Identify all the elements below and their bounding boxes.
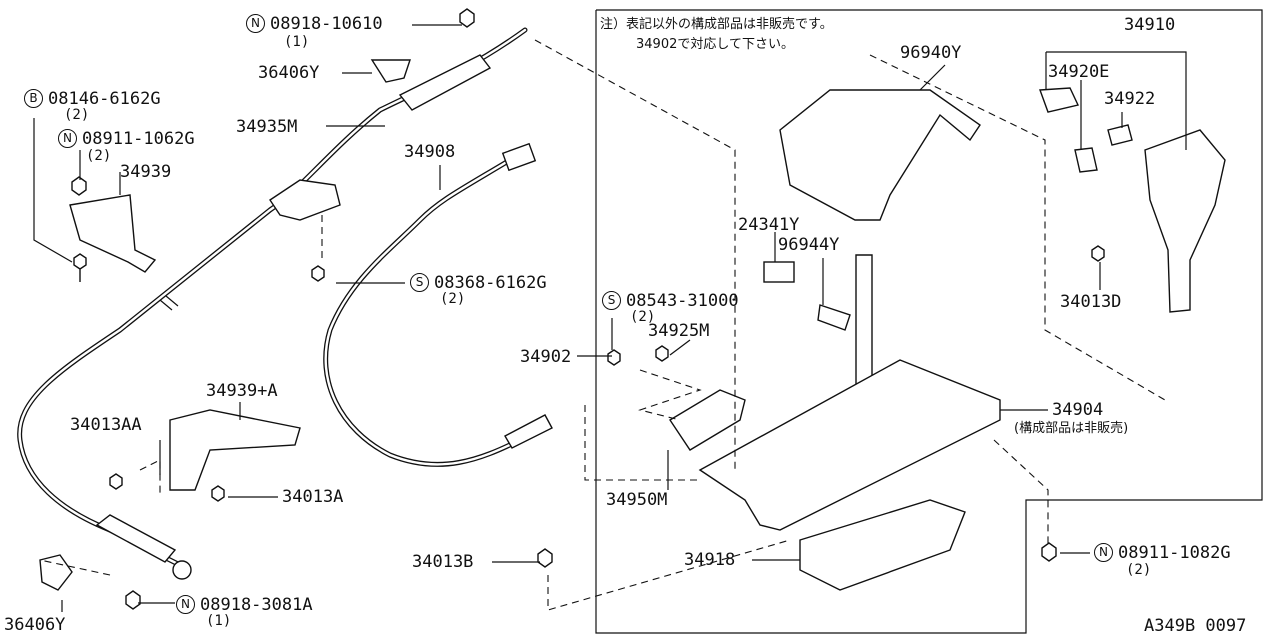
label-36406y-top: 36406Y — [258, 63, 320, 83]
screw-08543 — [607, 349, 621, 366]
qty-08368-6162g: (2) — [440, 291, 466, 307]
label-34904: 34904 — [1052, 400, 1104, 420]
assembly-frame — [595, 9, 1263, 634]
label-08543-31000: 08543-31000 — [626, 291, 739, 311]
qty-08543-31000: (2) — [630, 309, 656, 325]
label-34939a: 34939+A — [206, 381, 278, 401]
bolt-08368 — [311, 265, 325, 282]
cable-end-eye — [172, 560, 192, 580]
screw-34925m — [655, 345, 669, 362]
diagram-code: A349B 0097 — [1144, 616, 1247, 636]
qty-08918-10610: (1) — [284, 34, 310, 50]
label-34939: 34939 — [120, 162, 172, 182]
label-08918-3081a: 08918-3081A — [200, 595, 313, 615]
qty-34904: (構成部品は非販売) — [1014, 421, 1129, 436]
label-08146-6162g: 08146-6162G — [48, 89, 161, 109]
nut-34013b — [537, 548, 553, 568]
label-34920e: 34920E — [1048, 62, 1110, 82]
clip-36406y-bottom — [39, 554, 73, 591]
label-24341y: 24341Y — [738, 215, 800, 235]
base-34904 — [698, 359, 1001, 531]
label-08911-1062g: 08911-1062G — [82, 129, 195, 149]
spring-34922 — [1107, 124, 1133, 146]
label-34013aa: 34013AA — [70, 415, 142, 435]
label-34910: 34910 — [1124, 15, 1176, 35]
bracket-34939 — [69, 194, 157, 273]
solenoid-34950m — [669, 389, 746, 451]
label-34013b: 34013B — [412, 552, 474, 572]
interlock-cable — [323, 157, 523, 467]
nut-08918-3081a — [125, 590, 141, 610]
label-34950m: 34950M — [606, 490, 668, 510]
label-36406y-bottom: 36406Y — [4, 615, 66, 635]
label-34918: 34918 — [684, 550, 736, 570]
badge-n: N — [176, 595, 195, 614]
label-08368-6162g: 08368-6162G — [434, 273, 547, 293]
interlock-cable-end — [504, 414, 553, 449]
interlock-connector — [501, 142, 537, 172]
label-08918-10610: 08918-10610 — [270, 14, 383, 34]
bolt-34013aa — [109, 473, 123, 490]
qty-08911-1082g: (2) — [1126, 562, 1152, 578]
label-34908: 34908 — [404, 142, 456, 162]
label-96940y: 96940Y — [900, 43, 962, 63]
bulb-96944y — [817, 304, 851, 331]
button-34920e — [1039, 87, 1080, 113]
screw-34013d — [1091, 245, 1105, 262]
nut-08918-10610 — [459, 8, 475, 28]
cable-bracket — [269, 179, 341, 221]
label-96944y: 96944Y — [778, 235, 840, 255]
cable-boot — [95, 514, 177, 563]
qty-08911-1062g: (2) — [86, 148, 112, 164]
bolt-08146 — [73, 253, 87, 282]
indicator-96940y — [779, 89, 981, 221]
badge-n: N — [58, 129, 77, 148]
clip-36406y-top — [370, 59, 411, 83]
label-34925m: 34925M — [648, 321, 710, 341]
badge-n: N — [1094, 543, 1113, 562]
bolt-34013a — [211, 485, 225, 502]
note-line2: 34902で対応して下さい。 — [636, 37, 794, 52]
tray-34918 — [799, 499, 966, 591]
pin-34920e — [1074, 147, 1098, 173]
label-34013d: 34013D — [1060, 292, 1122, 312]
qty-08918-3081a: (1) — [206, 613, 232, 629]
badge-n: N — [246, 14, 265, 33]
label-34902: 34902 — [520, 347, 572, 367]
badge-s: S — [602, 291, 621, 310]
nut-08911-top — [71, 176, 87, 196]
note-line1: 注）表記以外の構成部品は非販売です。 — [600, 17, 833, 32]
knob-34910 — [1144, 129, 1226, 313]
nut-08911-1082g — [1041, 542, 1057, 562]
bracket-34939a — [169, 409, 301, 491]
harness-24341y — [763, 261, 795, 283]
qty-08146-6162g: (2) — [64, 107, 90, 123]
cable-sleeve — [398, 54, 492, 111]
label-34935m: 34935M — [236, 117, 298, 137]
label-34013a: 34013A — [282, 487, 344, 507]
badge-b: B — [24, 89, 43, 108]
label-08911-1082g: 08911-1082G — [1118, 543, 1231, 563]
badge-s: S — [410, 273, 429, 292]
label-34922: 34922 — [1104, 89, 1156, 109]
